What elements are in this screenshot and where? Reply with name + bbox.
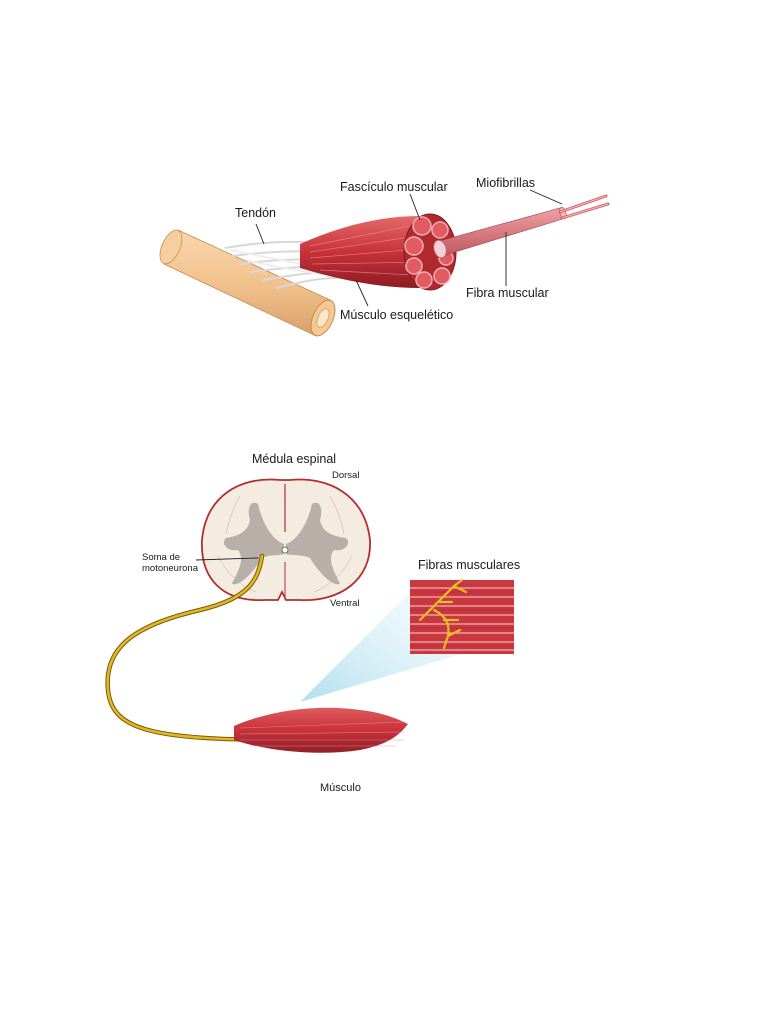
label-fascicle: Fascículo muscular (340, 180, 448, 194)
label-skeletal-muscle: Músculo esquelético (340, 308, 454, 322)
label-muscle-fibers: Fibras musculares (418, 558, 521, 572)
nerve-terminal-branches (418, 578, 468, 650)
label-muscle: Músculo (320, 782, 361, 794)
leader-lines (255, 189, 563, 307)
myofibril-strands (558, 194, 610, 220)
motor-unit-illustration (105, 478, 514, 753)
muscle-belly (234, 707, 408, 753)
muscle-structure-figure: Tendón Fascículo muscular Miofibrillas F… (0, 160, 768, 360)
label-spinal-cord: Médula espinal (252, 452, 337, 466)
label-ventral: Ventral (330, 598, 360, 609)
motor-axon-core (106, 554, 292, 742)
motor-unit-figure: Médula espinal Dorsal Ventral Soma de mo… (0, 440, 768, 810)
label-motoneuron-soma: Soma de motoneurona (142, 552, 198, 574)
fascicle-cross-section (403, 213, 457, 291)
label-myofibrils: Miofibrillas (476, 176, 536, 190)
label-muscle-fiber: Fibra muscular (466, 286, 549, 300)
muscle-fibers-inset (410, 580, 514, 654)
label-tendon: Tendón (235, 206, 277, 220)
muscle-structure-illustration (159, 189, 610, 337)
spinal-cord (201, 478, 371, 601)
tendon-cylinder (159, 229, 336, 337)
soma-leader-line (195, 557, 259, 561)
label-dorsal: Dorsal (332, 470, 360, 481)
